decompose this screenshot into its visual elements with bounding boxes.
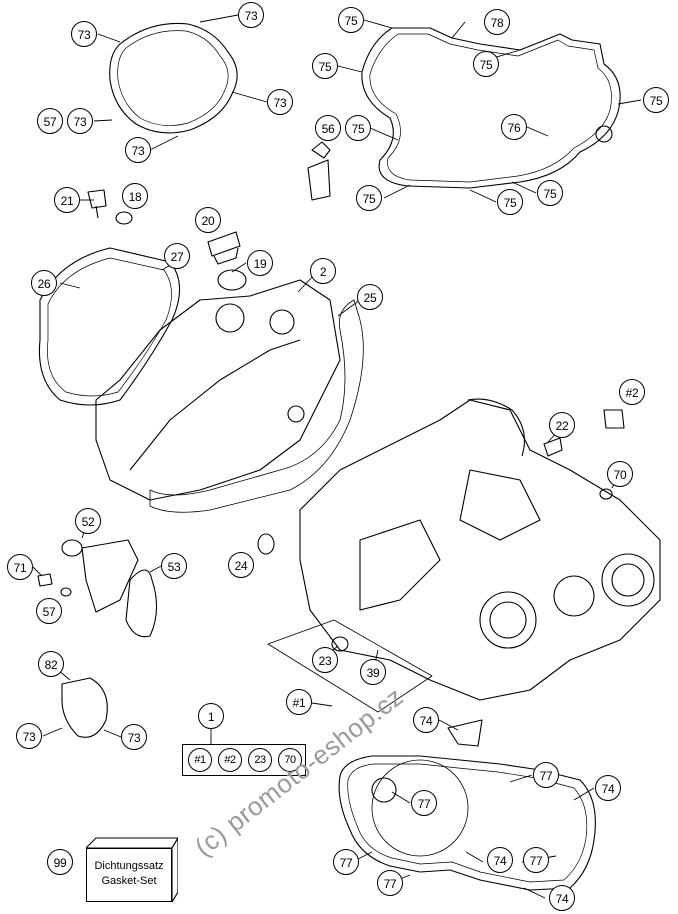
callout-1: 1 xyxy=(198,703,224,729)
callout-75: 75 xyxy=(338,7,364,33)
callout-73: 73 xyxy=(71,21,97,47)
callout-39: 39 xyxy=(360,659,386,685)
crankcase xyxy=(299,398,661,701)
callout-75: 75 xyxy=(643,87,669,113)
callout-75: 75 xyxy=(497,189,523,215)
gasket-set-label-de: Dichtungssatz xyxy=(94,860,164,872)
callout-19: 19 xyxy=(247,250,273,276)
kit-item-23: 23 xyxy=(248,748,272,772)
callout-75: 75 xyxy=(312,53,338,79)
callout-27: 27 xyxy=(164,243,190,269)
callout-23: 23 xyxy=(312,647,338,673)
kit-item-1: #1 xyxy=(188,748,212,772)
callout-74: 74 xyxy=(487,847,513,873)
callout-26: 26 xyxy=(31,270,57,296)
callout-77: 77 xyxy=(523,847,549,873)
callout-78: 78 xyxy=(484,9,510,35)
kit-item-70: 70 xyxy=(278,748,302,772)
callout-25: 25 xyxy=(357,284,383,310)
callout-73: 73 xyxy=(121,724,147,750)
callout-75: 75 xyxy=(537,180,563,206)
callout-76: 76 xyxy=(501,114,527,140)
callout-75: 75 xyxy=(356,185,382,211)
callout-2-kit: #2 xyxy=(619,379,645,405)
callout-20: 20 xyxy=(195,207,221,233)
clutch-cover-assembly xyxy=(38,247,364,513)
callout-2: 2 xyxy=(310,258,336,284)
callout-24: 24 xyxy=(228,552,254,578)
small-parts-top xyxy=(87,141,331,291)
callout-21: 21 xyxy=(54,187,80,213)
callout-77: 77 xyxy=(333,849,359,875)
callout-70: 70 xyxy=(607,461,633,487)
callout-82: 82 xyxy=(38,651,64,677)
clutch-cover-gasket xyxy=(361,27,621,189)
callout-74: 74 xyxy=(413,707,439,733)
callout-71: 71 xyxy=(7,554,33,580)
callout-57: 57 xyxy=(37,108,63,134)
callout-73: 73 xyxy=(125,137,151,163)
callout-18: 18 xyxy=(122,183,148,209)
callout-74: 74 xyxy=(595,775,621,801)
callout-74: 74 xyxy=(549,885,575,911)
gasket-set-box: Dichtungssatz Gasket-Set xyxy=(86,836,178,902)
callout-52: 52 xyxy=(75,508,101,534)
callout-99: 99 xyxy=(47,849,73,875)
ignition-side-gasket xyxy=(338,755,596,891)
callout-73: 73 xyxy=(267,89,293,115)
callout-73: 73 xyxy=(238,2,264,28)
callout-57: 57 xyxy=(36,598,62,624)
callout-77: 77 xyxy=(411,790,437,816)
callout-73: 73 xyxy=(16,723,42,749)
callout-53: 53 xyxy=(161,553,187,579)
callout-75: 75 xyxy=(345,115,371,141)
callout-77: 77 xyxy=(377,870,403,896)
callout-73: 73 xyxy=(67,108,93,134)
water-pump xyxy=(37,539,158,738)
callout-1-kit: #1 xyxy=(286,689,312,715)
callout-75: 75 xyxy=(473,51,499,77)
small-parts-right xyxy=(257,409,625,747)
kit-item-2: #2 xyxy=(218,748,242,772)
callout-56: 56 xyxy=(315,115,341,141)
callout-22: 22 xyxy=(549,412,575,438)
kit-1-outline xyxy=(267,619,433,713)
gasket-set-label-en: Gasket-Set xyxy=(101,875,157,887)
ignition-cover-gasket xyxy=(109,22,238,134)
kit-contents-box: #1 #2 23 70 xyxy=(182,744,306,776)
box-top-icon xyxy=(86,836,178,902)
callout-77: 77 xyxy=(533,762,559,788)
